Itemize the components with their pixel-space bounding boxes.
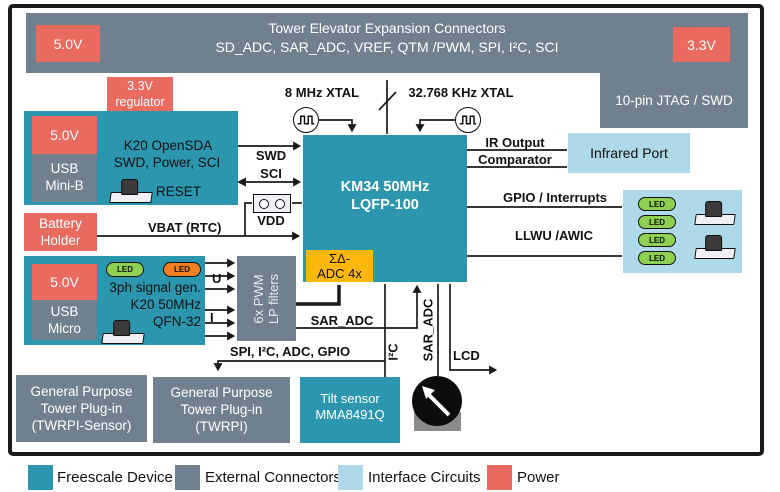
- infrared-port-box: Infrared Port: [568, 133, 690, 173]
- opensda-subtitle: SWD, Power, SCI: [113, 155, 221, 170]
- llwu-awic-label: LLWU /AWIC: [515, 228, 593, 243]
- comparator-label: Comparator: [478, 152, 552, 167]
- led-icon: LED: [638, 215, 676, 229]
- opensda-box: 5.0V USB Mini-B K20 OpenSDA SWD, Power, …: [24, 111, 238, 205]
- sigma-delta-adc-box: ΣΔ- ADC 4x: [306, 250, 373, 282]
- lcd-wire-label: LCD: [453, 348, 480, 363]
- crystal-icon: [293, 107, 319, 133]
- ir-output-label: IR Output: [485, 135, 545, 150]
- legend-external-label: External Connectors: [205, 469, 341, 486]
- usb-minib-connector: USB Mini-B: [32, 154, 97, 202]
- reset-label: RESET: [156, 184, 202, 199]
- i2c-wire-label: I²C: [385, 343, 401, 361]
- legend-swatch-external: [175, 465, 200, 490]
- vdd-wire-label: VDD: [257, 213, 285, 228]
- battery-holder-box: Battery Holder: [24, 213, 97, 251]
- legend-swatch-freescale: [28, 465, 53, 490]
- banner-signals: SD_ADC, SAR_ADC, VREF, QTM /PWM, SPI, I²…: [215, 39, 559, 55]
- signalgen-5v-badge: 5.0V: [32, 264, 97, 300]
- opensda-title: K20 OpenSDA: [123, 138, 213, 153]
- km34-mcu-box: KM34 50MHz LQFP-100 ΣΔ- ADC 4x: [303, 135, 467, 282]
- xtal-32khz-label: 32.768 KHz XTAL: [408, 85, 514, 100]
- led-icon: LED: [638, 197, 676, 211]
- gpio-interrupts-label: GPIO / Interrupts: [502, 190, 607, 205]
- opensda-5v-badge: 5.0V: [32, 116, 97, 154]
- led-orange-icon: LED: [163, 262, 201, 277]
- banner-5v-badge: 5.0V: [36, 25, 100, 62]
- spi-bus-label: SPI, I²C, ADC, GPIO: [229, 344, 351, 359]
- vbat-wire-label: VBAT (RTC): [148, 220, 222, 235]
- led-icon: LED: [638, 251, 676, 265]
- signalgen-line1: 3ph signal gen.: [109, 280, 201, 295]
- twrpi-box: General Purpose Tower Plug-in (TWRPI): [153, 377, 290, 443]
- swd-wire-label: SWD: [255, 148, 287, 163]
- potentiometer-dial-icon: [412, 376, 462, 426]
- tower-elevator-banner: Tower Elevator Expansion Connectors SD_A…: [26, 13, 748, 73]
- crystal-icon: [455, 107, 481, 133]
- xtal-8mhz-label: 8 MHz XTAL: [284, 85, 360, 100]
- i-wire-label: I: [210, 310, 214, 325]
- mcu-title: KM34 50MHz: [340, 179, 430, 195]
- tilt-sensor-box: Tilt sensor MMA8491Q: [300, 377, 400, 443]
- signalgen-line3: QFN-32: [152, 314, 201, 329]
- push-button-icon: [694, 229, 736, 259]
- legend-interface-label: Interface Circuits: [368, 469, 481, 486]
- legend-power-label: Power: [517, 469, 560, 486]
- sar-adc-wire-label: SAR_ADC: [310, 313, 374, 328]
- led-button-box: LED LED LED LED: [623, 190, 742, 273]
- push-button-icon: [694, 195, 736, 225]
- sar-adc-vertical-label: SAR_ADC: [420, 298, 436, 362]
- signalgen-line2: K20 50MHz: [130, 297, 201, 312]
- vdd-header-icon: [253, 194, 291, 213]
- reset-button-icon: [109, 171, 153, 203]
- jtag-connector-box: 10-pin JTAG / SWD: [600, 73, 748, 128]
- banner-3v3-badge: 3.3V: [673, 27, 730, 62]
- legend-swatch-power: [487, 465, 512, 490]
- sci-wire-label: SCI: [260, 166, 282, 181]
- banner-title: Tower Elevator Expansion Connectors: [268, 20, 506, 36]
- signal-gen-box: 5.0V USB Micro LED LED 3ph signal gen. K…: [24, 256, 205, 345]
- legend-swatch-interface: [338, 465, 363, 490]
- led-green-icon: LED: [106, 262, 144, 277]
- push-button-icon: [101, 316, 145, 344]
- regulator-box: 3.3V regulator: [107, 77, 173, 111]
- legend-freescale-label: Freescale Device: [57, 469, 173, 486]
- usb-micro-connector: USB Micro: [32, 300, 97, 340]
- mcu-package: LQFP-100: [351, 197, 419, 213]
- pwm-lp-filters-box: 6x PWM LP filters: [237, 256, 296, 341]
- twrpi-sensor-box: General Purpose Tower Plug-in (TWRPI-Sen…: [16, 375, 147, 442]
- u-wire-label: U: [212, 271, 222, 286]
- led-icon: LED: [638, 233, 676, 247]
